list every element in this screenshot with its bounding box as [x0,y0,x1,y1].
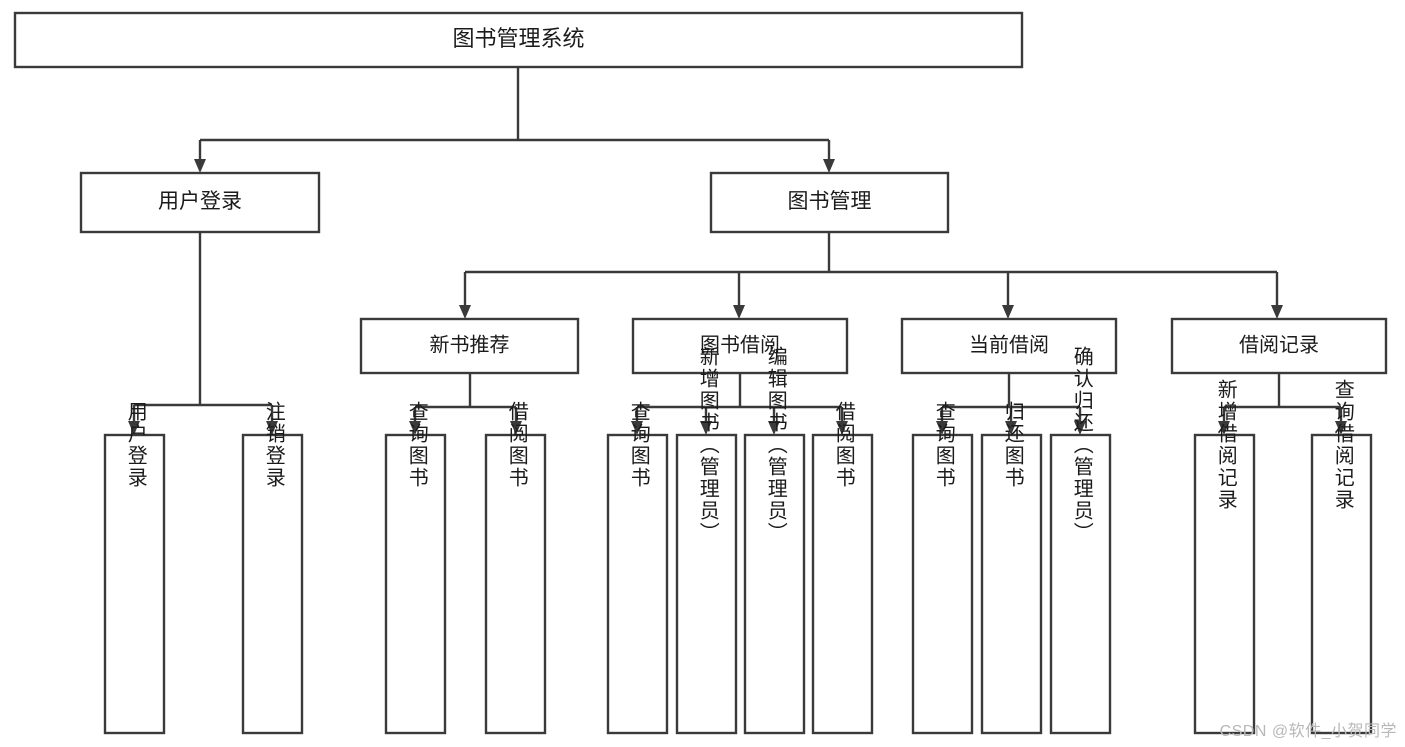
nodes-layer: 图书管理系统用户登录图书管理新书推荐图书借阅当前借阅借阅记录用户登录注销登录查询… [13,11,1388,735]
node-leaf-3-rect [484,433,547,735]
node-level1-0-label: 用户登录 [158,190,242,213]
leaf-arrow-0-1-arrowhead [266,421,278,435]
node-leaf-4-rect [606,433,669,735]
node-root-label: 图书管理系统 [452,26,584,51]
node-level2-2-label: 当前借阅 [969,333,1049,356]
leaf-arrow-4-0-arrowhead [1218,421,1230,435]
node-leaf-5-rect [675,433,738,735]
node-leaf-1-label: 注销登录 [262,401,285,489]
node-leaf-9-label: 归还图书 [1001,401,1024,489]
node-level2-3[interactable]: 借阅记录 [1170,317,1388,375]
node-leaf-9[interactable]: 归还图书 [980,401,1043,735]
node-leaf-7-label: 借阅图书 [832,401,855,489]
node-leaf-6[interactable]: 编辑图书（管理员） [743,346,806,735]
leaf-arrow-3-1-arrowhead [1005,421,1017,435]
node-level2-1-label: 图书借阅 [700,333,780,356]
leaf-arrow-2-1-arrowhead [700,421,712,435]
connectors-layer [128,67,1347,435]
node-level2-3-rect [1170,317,1388,375]
csdn-watermark: CSDN @软件_小贺同学 [1219,723,1397,740]
node-leaf-12-label: 查询借阅记录 [1331,379,1354,511]
node-leaf-5[interactable]: 新增图书（管理员） [675,346,738,735]
level2-arrow-1-arrowhead [733,305,745,319]
node-leaf-4-label: 查询图书 [627,401,650,489]
node-leaf-10-rect [1049,433,1112,735]
node-leaf-1[interactable]: 注销登录 [241,401,304,735]
node-leaf-11-rect [1193,433,1256,735]
node-leaf-8-rect [911,433,974,735]
node-level1-0-rect [79,171,321,234]
node-leaf-11-label: 新增借阅记录 [1214,379,1237,511]
level2-arrow-2-arrowhead [1002,305,1014,319]
leaf-arrow-3-0-arrowhead [936,421,948,435]
leaf-arrow-0-0-arrowhead [128,421,140,435]
leaf-arrow-2-2-arrowhead [768,421,780,435]
leaf-arrow-3-2-arrowhead [1074,421,1086,435]
leaf-arrow-1-1-arrowhead [510,421,522,435]
node-leaf-4[interactable]: 查询图书 [606,401,669,735]
node-level1-1[interactable]: 图书管理 [709,171,950,234]
node-leaf-3-label: 借阅图书 [505,401,528,489]
node-level1-1-label: 图书管理 [788,190,872,213]
node-level2-0-rect [359,317,580,375]
node-leaf-2-label: 查询图书 [405,401,428,489]
leaf-arrow-1-0-arrowhead [409,421,421,435]
node-level2-3-label: 借阅记录 [1239,333,1319,356]
node-root[interactable]: 图书管理系统 [13,11,1024,69]
level1-arrow-1-arrowhead [823,159,835,173]
node-leaf-12-rect [1310,433,1373,735]
node-level2-0-label: 新书推荐 [430,333,510,356]
node-leaf-6-label: 编辑图书（管理员） [764,346,787,544]
node-leaf-3[interactable]: 借阅图书 [484,401,547,735]
level2-arrow-0-arrowhead [459,305,471,319]
node-level2-1[interactable]: 图书借阅 [631,317,849,375]
node-leaf-1-rect [241,433,304,735]
leaf-arrow-2-0-arrowhead [631,421,643,435]
node-level2-0[interactable]: 新书推荐 [359,317,580,375]
node-leaf-11[interactable]: 新增借阅记录 [1193,379,1256,735]
node-leaf-8[interactable]: 查询图书 [911,401,974,735]
node-leaf-0-rect [103,433,166,735]
leaf-arrow-2-3-arrowhead [836,421,848,435]
level1-arrow-0-arrowhead [194,159,206,173]
node-level1-1-rect [709,171,950,234]
level2-arrow-3-arrowhead [1271,305,1283,319]
node-leaf-7-rect [811,433,874,735]
node-leaf-2-rect [384,433,447,735]
leaf-arrow-4-1-arrowhead [1335,421,1347,435]
node-leaf-10-label: 确认归还（管理员） [1070,346,1093,544]
node-leaf-0[interactable]: 用户登录 [103,401,166,735]
node-leaf-8-label: 查询图书 [932,401,955,489]
node-level1-0[interactable]: 用户登录 [79,171,321,234]
node-leaf-9-rect [980,433,1043,735]
node-leaf-12[interactable]: 查询借阅记录 [1310,379,1373,735]
node-leaf-6-rect [743,433,806,735]
node-leaf-2[interactable]: 查询图书 [384,401,447,735]
node-level2-2[interactable]: 当前借阅 [900,317,1118,375]
node-level2-2-rect [900,317,1118,375]
node-leaf-5-label: 新增图书（管理员） [696,346,719,544]
node-root-rect [13,11,1024,69]
node-leaf-10[interactable]: 确认归还（管理员） [1049,346,1112,735]
node-level2-1-rect [631,317,849,375]
node-leaf-7[interactable]: 借阅图书 [811,401,874,735]
node-leaf-0-label: 用户登录 [124,401,147,489]
